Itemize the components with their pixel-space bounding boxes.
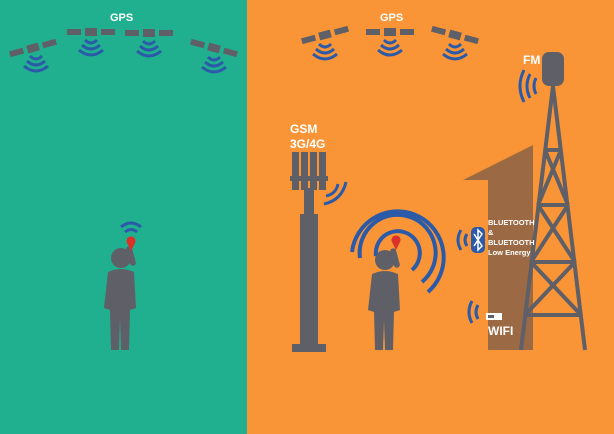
satellite-icon [67, 28, 115, 36]
signal-waves-icon [23, 38, 468, 74]
cell-tower-icon [290, 152, 328, 352]
signal-waves-icon [323, 181, 348, 206]
gsm-label: GSM [290, 122, 318, 136]
satellite-icon [301, 25, 349, 45]
bluetooth-low-energy-label: Low Energy [488, 248, 531, 257]
signal-waves-icon [350, 209, 446, 294]
building-shape [463, 145, 533, 350]
person-icon [104, 246, 136, 350]
bluetooth-ampersand: & [488, 228, 494, 237]
satellite-icon [125, 29, 173, 37]
wifi-router-icon [486, 313, 502, 320]
radio-tower-icon [519, 52, 587, 351]
gps-label: GPS [380, 12, 404, 24]
signal-waves-icon [120, 221, 142, 234]
signal-waves-icon [456, 229, 469, 251]
wifi-label: WIFI [488, 324, 514, 338]
satellite-icon [366, 28, 414, 36]
satellite-icon [9, 38, 57, 58]
bluetooth-icon [471, 227, 485, 253]
person-icon [368, 248, 400, 350]
network-generation-label: 3G/4G [290, 137, 326, 151]
signal-waves-icon [467, 300, 480, 324]
signal-waves-icon [518, 69, 538, 103]
bluetooth-label: BLUETOOTH [488, 218, 535, 227]
bluetooth-label: BLUETOOTH [488, 238, 535, 247]
location-pin-icon [126, 236, 136, 251]
location-pin-icon [391, 235, 401, 250]
fm-label: FM [523, 53, 541, 67]
satellite-icon [431, 25, 479, 45]
gps-only-panel [0, 0, 247, 434]
gps-label: GPS [110, 12, 134, 24]
satellite-icon [190, 38, 238, 58]
